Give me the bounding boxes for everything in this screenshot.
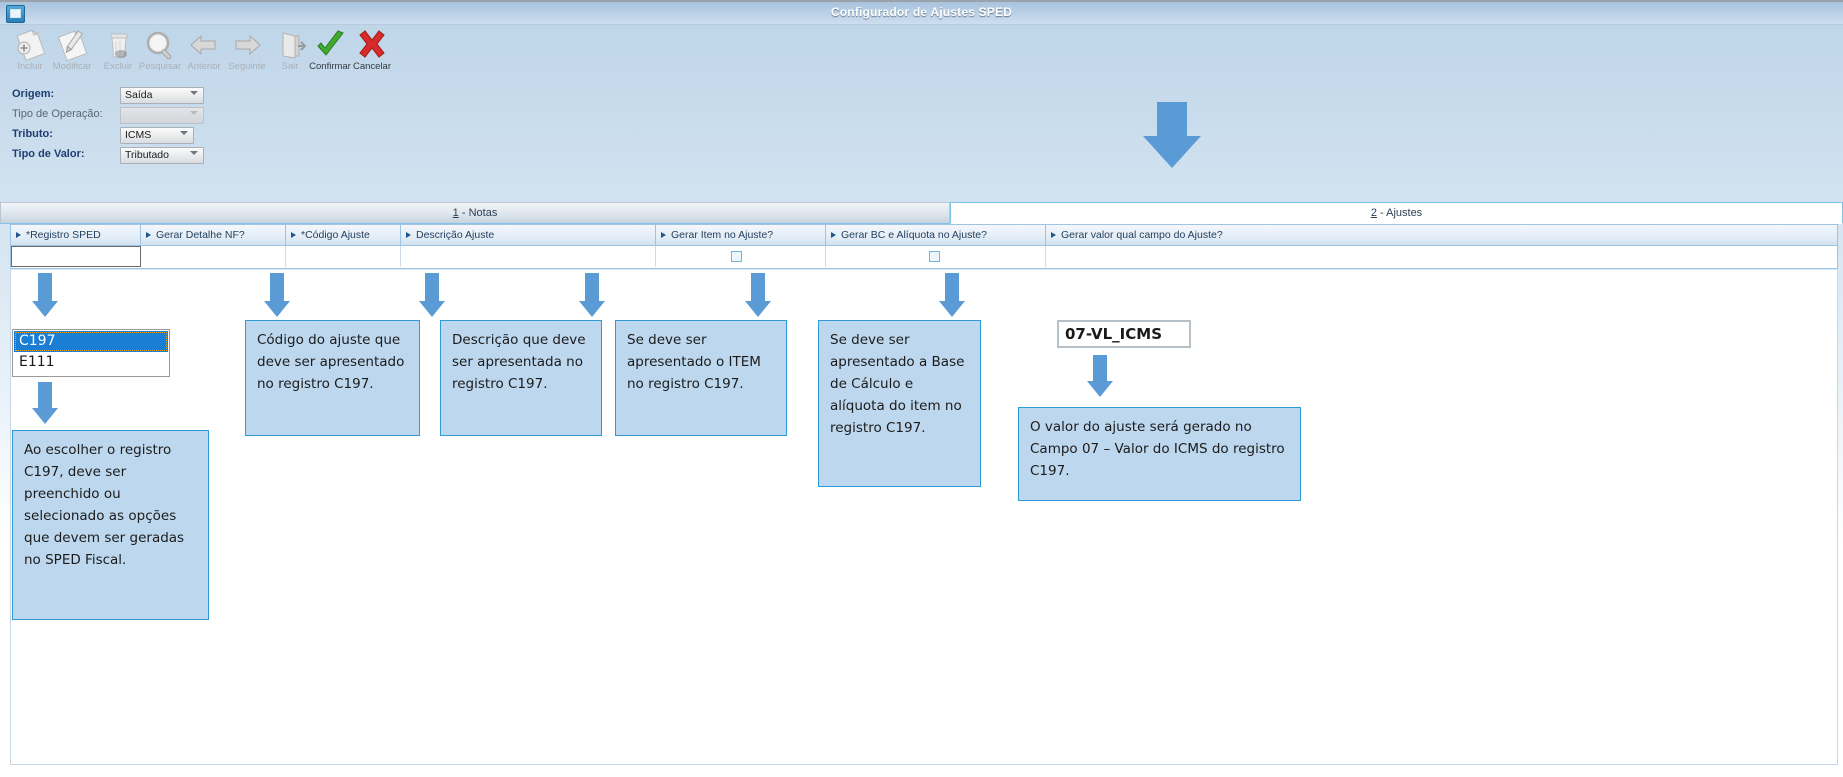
select-origem[interactable]: Saída [120, 87, 204, 104]
valor-campo-textbox[interactable]: 07-VL_ICMS [1057, 320, 1191, 348]
chevron-down-icon [190, 151, 198, 155]
chevron-down-icon [190, 91, 198, 95]
ajustes-grid: *Registro SPED Gerar Detalhe NF? *Código… [10, 224, 1838, 270]
cell-gerar-valor-campo[interactable] [1046, 246, 1837, 267]
tab-notas[interactable]: 1 - Notas [0, 202, 950, 224]
label-tipo-operacao: Tipo de Operação: [12, 108, 103, 120]
callout-gerar-item-note: Se deve ser apresentado o ITEM no regist… [615, 320, 787, 436]
toolbar-label-anterior: Anterior [187, 61, 221, 72]
column-marker-icon [831, 232, 836, 238]
toolbar-button-incluir[interactable]: Incluir [0, 28, 60, 80]
toolbar-button-modificar[interactable]: Modificar [42, 28, 102, 80]
cell-codigo-ajuste[interactable] [286, 246, 401, 267]
toolbar-label-excluir: Excluir [103, 61, 133, 72]
tab-bar: 1 - Notas 2 - Ajustes [0, 202, 1843, 224]
title-bar: Configurador de Ajustes SPED [0, 2, 1843, 25]
cell-gerar-bc-aliquota[interactable] [826, 246, 1046, 267]
label-tributo: Tributo: [12, 128, 53, 140]
tab-ajustes[interactable]: 2 - Ajustes [950, 202, 1843, 224]
toolbar-label-modificar: Modificar [52, 61, 92, 72]
grid-header-registro-sped[interactable]: *Registro SPED [11, 225, 141, 245]
select-tributo-value: ICMS [125, 129, 152, 141]
green-check-icon [300, 28, 360, 62]
callout-registro-sped-note: Ao escolher o registro C197, deve ser pr… [12, 430, 209, 620]
toolbar-button-excluir[interactable]: Excluir [88, 28, 148, 80]
window-restore-icon[interactable] [6, 5, 25, 23]
toolbar-label-sair: Sair [281, 61, 299, 72]
grid-header-gerar-valor-campo[interactable]: Gerar valor qual campo do Ajuste? [1046, 225, 1837, 245]
trash-can-icon [88, 28, 148, 62]
toolbar-button-pesquisar[interactable]: Pesquisar [130, 28, 190, 80]
arrow-right-icon [217, 28, 277, 62]
tab-ajustes-label: - Ajustes [1380, 207, 1423, 219]
toolbar-button-confirmar[interactable]: Confirmar [300, 28, 360, 80]
toolbar-label-cancelar: Cancelar [352, 61, 392, 72]
dropdown-option-e111[interactable]: E111 [19, 354, 55, 370]
callout-codigo-ajuste-note: Código do ajuste que deve ser apresentad… [245, 320, 420, 436]
callout-valor-campo-note: O valor do ajuste será gerado no Campo 0… [1018, 407, 1301, 501]
cell-registro-sped[interactable] [11, 246, 141, 267]
toolbar-label-incluir: Incluir [17, 61, 43, 72]
new-document-plus-icon [0, 28, 60, 62]
edit-pencil-icon [42, 28, 102, 62]
callout-descricao-ajuste-note: Descrição que deve ser apresentada no re… [440, 320, 602, 436]
red-x-icon [342, 28, 402, 62]
column-marker-icon [146, 232, 151, 238]
select-tipo-valor[interactable]: Tributado [120, 147, 204, 164]
dropdown-option-c197[interactable]: C197 [14, 331, 168, 352]
select-tipo-operacao[interactable] [120, 107, 204, 124]
arrow-left-icon [174, 28, 234, 62]
cell-descricao-ajuste[interactable] [401, 246, 656, 267]
column-marker-icon [291, 232, 296, 238]
label-origem: Origem: [12, 88, 55, 100]
toolbar-button-sair[interactable]: Sair [260, 28, 320, 80]
column-marker-icon [16, 232, 21, 238]
callout-gerar-bc-aliquota-note: Se deve ser apresentado a Base de Cálcul… [818, 320, 981, 487]
chevron-down-icon [180, 131, 188, 135]
tab-notas-label: - Notas [461, 207, 498, 219]
toolbar: Incluir Modificar [0, 24, 1843, 80]
select-tipo-valor-value: Tributado [125, 149, 169, 161]
column-marker-icon [661, 232, 666, 238]
cell-gerar-item-no-ajuste[interactable] [656, 246, 826, 267]
grid-header-row: *Registro SPED Gerar Detalhe NF? *Código… [10, 224, 1838, 246]
magnifier-icon [130, 28, 190, 62]
toolbar-label-pesquisar: Pesquisar [138, 61, 182, 72]
checkbox-gerar-item-no-ajuste[interactable] [731, 251, 742, 262]
toolbar-button-cancelar[interactable]: Cancelar [342, 28, 402, 80]
column-marker-icon [1051, 232, 1056, 238]
select-origem-value: Saída [125, 89, 153, 101]
registro-sped-dropdown-list[interactable]: C197 E111 [12, 329, 170, 377]
label-tipo-valor: Tipo de Valor: [12, 148, 85, 160]
exit-door-icon [260, 28, 320, 62]
tab-notas-num: 1 [452, 207, 459, 219]
grid-header-descricao-ajuste[interactable]: Descrição Ajuste [401, 225, 656, 245]
grid-header-gerar-detalhe-nf[interactable]: Gerar Detalhe NF? [141, 225, 286, 245]
grid-header-gerar-bc-aliquota[interactable]: Gerar BC e Alíquota no Ajuste? [826, 225, 1046, 245]
toolbar-button-seguinte[interactable]: Seguinte [217, 28, 277, 80]
tab-ajustes-num: 2 [1370, 207, 1377, 219]
chevron-down-icon [190, 111, 198, 115]
checkbox-gerar-bc-aliquota[interactable] [929, 251, 940, 262]
toolbar-label-confirmar: Confirmar [309, 61, 351, 72]
select-tributo[interactable]: ICMS [120, 127, 194, 144]
cell-gerar-detalhe-nf[interactable] [141, 246, 286, 267]
toolbar-label-seguinte: Seguinte [228, 61, 266, 72]
grid-header-gerar-item-no-ajuste[interactable]: Gerar Item no Ajuste? [656, 225, 826, 245]
grid-header-codigo-ajuste[interactable]: *Código Ajuste [286, 225, 401, 245]
toolbar-button-anterior[interactable]: Anterior [174, 28, 234, 80]
filter-form: Origem: Saída Tipo de Operação: Tributo:… [0, 80, 1843, 166]
window-title: Configurador de Ajustes SPED [830, 5, 1013, 19]
grid-data-row[interactable] [10, 246, 1838, 269]
column-marker-icon [406, 232, 411, 238]
